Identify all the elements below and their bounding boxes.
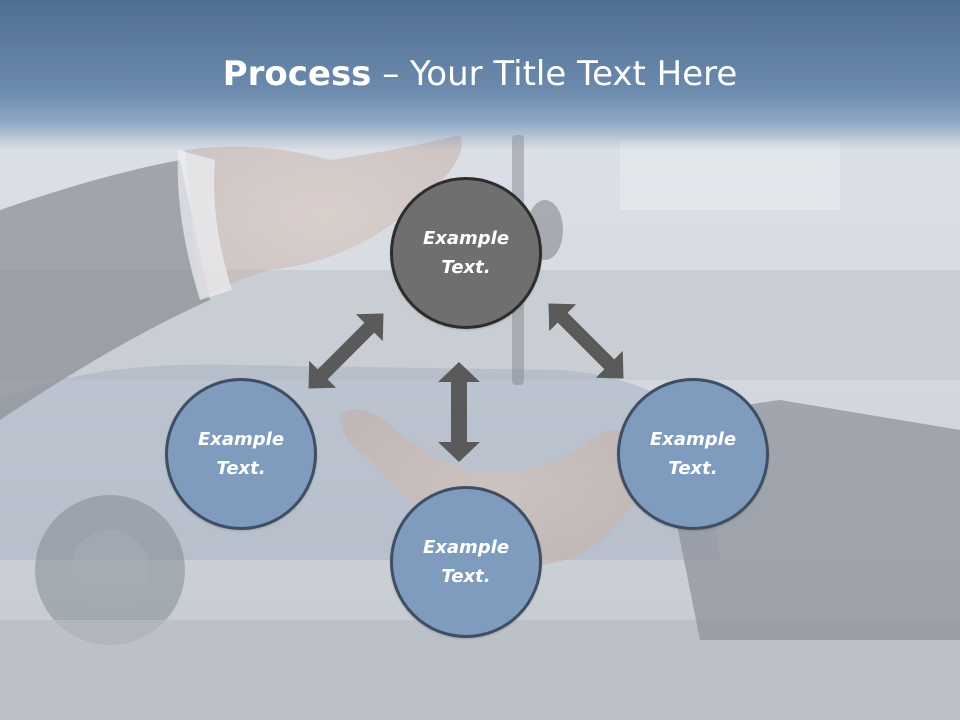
node-right-label: Example Text. [649, 429, 737, 479]
node-center: Example Text. [390, 177, 542, 329]
arrow-center-right [548, 303, 624, 379]
node-bottom-label: Example Text. [422, 537, 510, 587]
slide-title: Process – Your Title Text Here [0, 52, 960, 96]
node-right: Example Text. [617, 378, 769, 530]
node-bottom: Example Text. [390, 486, 542, 638]
arrow-center-left [308, 313, 384, 389]
title-rest: – Your Title Text Here [371, 54, 738, 94]
arrow-center-bottom [438, 362, 480, 462]
title-band [0, 0, 960, 150]
node-left: Example Text. [165, 378, 317, 530]
title-bold: Process [222, 54, 372, 94]
node-center-label: Example Text. [422, 228, 510, 278]
node-left-label: Example Text. [197, 429, 285, 479]
